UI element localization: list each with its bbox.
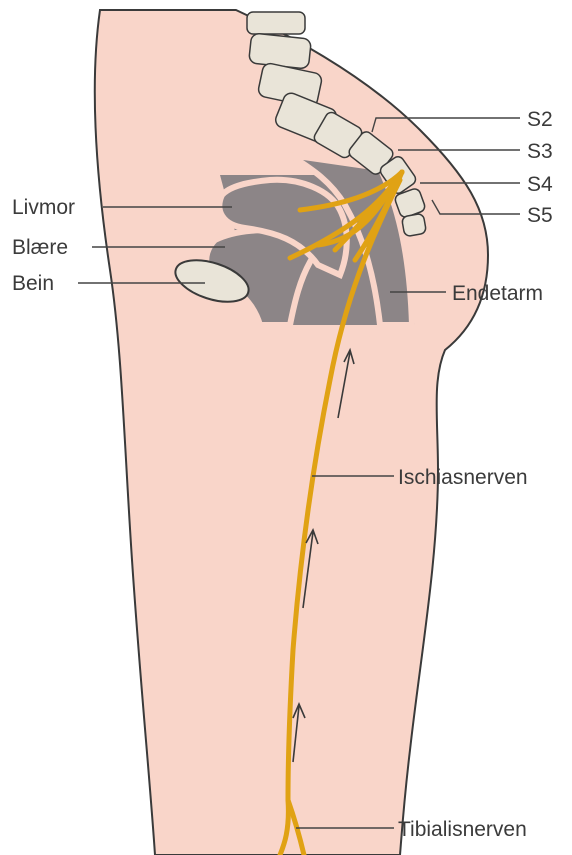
vertebra-coccyx	[401, 213, 426, 237]
label-s3: S3	[527, 140, 553, 163]
label-s5: S5	[527, 204, 553, 227]
label-tibialisnerven: Tibialisnerven	[398, 818, 527, 841]
label-ischiasnerven: Ischiasnerven	[398, 466, 528, 489]
label-endetarm: Endetarm	[452, 282, 543, 305]
vertebra	[247, 12, 305, 34]
vertebra	[249, 33, 312, 69]
label-s2: S2	[527, 108, 553, 131]
label-livmor: Livmor	[12, 196, 75, 219]
label-s4: S4	[527, 173, 553, 196]
label-bein: Bein	[12, 272, 54, 295]
label-blaere: Blære	[12, 236, 68, 259]
